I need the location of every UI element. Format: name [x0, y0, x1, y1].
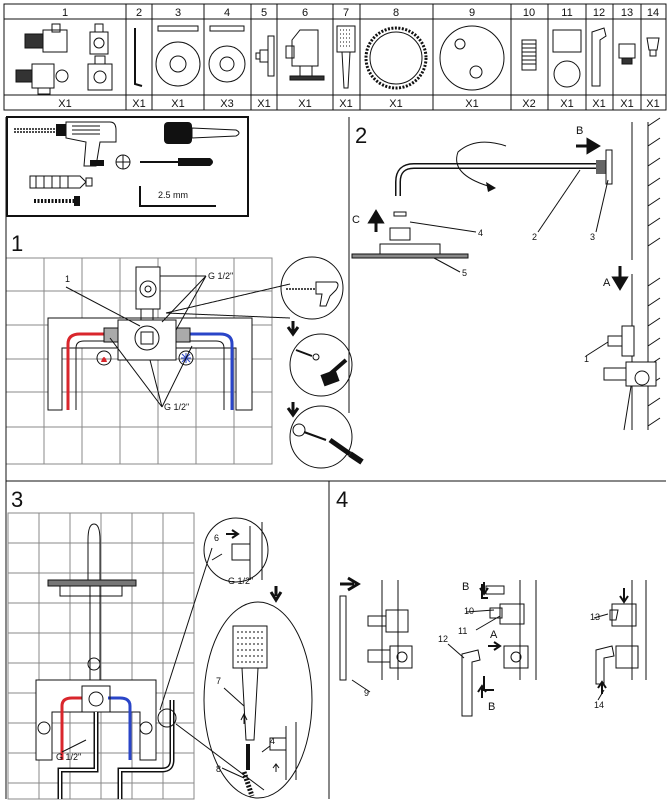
part-number-7: 7	[343, 7, 349, 19]
hex-key-size-label: 2.5 mm	[158, 190, 188, 200]
step-3-callout-7: 7	[216, 676, 221, 686]
part-number-8: 8	[393, 7, 399, 19]
part-qty-9: X1	[465, 98, 478, 110]
part-qty-4: X3	[220, 98, 233, 110]
part-qty-11: X1	[560, 98, 573, 110]
part-13-diverter-icon	[618, 43, 636, 65]
screw-in-detail	[289, 405, 364, 469]
part-qty-8: X1	[389, 98, 402, 110]
part-number-4: 4	[224, 7, 230, 19]
part-1-valve-body-icon	[15, 23, 113, 95]
step-4-callout-10: 10	[464, 606, 474, 616]
step-2-arrow-c: C	[352, 214, 360, 226]
part-qty-1: X1	[58, 98, 71, 110]
drill-detail	[280, 256, 344, 320]
step-3-thread-main: G 1/2"	[56, 752, 81, 762]
step-2-panel: 2 C B A 4 5 2 3	[351, 117, 661, 431]
step-1-callout-1: 1	[65, 274, 70, 284]
part-number-11: 11	[561, 7, 572, 19]
drill-icon	[14, 121, 117, 167]
step-2-callout-3: 3	[590, 232, 595, 242]
part-number-14: 14	[647, 7, 659, 19]
step-3-callout-8: 8	[216, 764, 221, 774]
step-2-callout-1: 1	[584, 354, 589, 364]
step-2-callout-4: 4	[478, 228, 483, 238]
part-number-6: 6	[302, 7, 308, 19]
part-number-2: 2	[136, 7, 142, 19]
part-number-9: 9	[469, 7, 475, 19]
part-number-10: 10	[523, 7, 535, 19]
part-5-wall-bracket-icon	[255, 35, 275, 77]
part-number-3: 3	[175, 7, 181, 19]
step-3-thread-detail: G 1/2"	[228, 576, 253, 586]
step-2-callout-5: 5	[462, 268, 467, 278]
screwdriver-icon	[140, 158, 213, 166]
step-1-thread-bottom: G 1/2"	[164, 402, 189, 412]
step-4-callout-9: 9	[364, 688, 369, 698]
part-11-cover-icon	[552, 29, 582, 88]
step-4-callout-12: 12	[438, 634, 448, 644]
hex-key-tool-icon	[139, 186, 216, 207]
part-qty-13: X1	[620, 98, 633, 110]
step-4-diverter: 13 14	[590, 580, 647, 710]
part-6-wall-connector-icon	[285, 29, 325, 81]
step-1-number: 1	[11, 231, 23, 256]
part-14-knob-icon	[646, 37, 660, 57]
hand-shower-detail	[203, 601, 313, 799]
hot-water-icon	[96, 350, 112, 366]
part-4-rosette-icon	[208, 25, 246, 83]
part-8-shower-hose-icon	[364, 26, 428, 90]
part-qty-6: X1	[298, 98, 311, 110]
step-2-valve	[603, 325, 657, 387]
step-4-arrow-a: A	[490, 629, 498, 641]
mallet-icon	[164, 122, 240, 144]
step-2-callout-2: 2	[532, 232, 537, 242]
required-tools: 2.5 mm	[6, 116, 249, 217]
step-2-arrow-b: B	[576, 125, 583, 137]
screw-icon	[34, 196, 80, 206]
wall-section	[623, 117, 661, 431]
part-qty-12: X1	[592, 98, 605, 110]
part-12-lever-handle-icon	[591, 27, 607, 87]
phillips-bit-icon	[115, 154, 131, 170]
part-9-wall-plate-icon	[439, 25, 505, 91]
part-3-escutcheon-icon	[155, 25, 201, 87]
step-3-callout-6: 6	[214, 533, 219, 543]
part-qty-7: X1	[339, 98, 352, 110]
step-1-panel: 1	[5, 231, 364, 469]
part-2-hex-key-icon	[134, 28, 143, 87]
part-number-1: 1	[62, 7, 68, 19]
step-4-callout-13: 13	[590, 612, 600, 622]
step-2-number: 2	[355, 123, 367, 148]
wall-connector-detail	[203, 517, 269, 583]
step-4-callout-11: 11	[458, 626, 467, 636]
step-4-arrow-b: B	[462, 581, 469, 593]
hammer-plug-detail	[289, 333, 353, 397]
step-4-arrow-b2: B	[488, 701, 495, 713]
step-4-wall-plate: 9	[339, 576, 413, 698]
valve-body	[103, 266, 191, 361]
step-4-callout-14: 14	[594, 700, 604, 710]
wall-plug-icon	[29, 175, 93, 189]
part-qty-5: X1	[257, 98, 270, 110]
part-number-5: 5	[261, 7, 267, 19]
step-4-panel: 4 9 B A B	[336, 487, 647, 717]
part-qty-3: X1	[171, 98, 184, 110]
parts-table: 1 2 3 4 5 6 7 8 9 10 11 12 13 14 X1 X1 X…	[3, 3, 667, 111]
step-3-number: 3	[11, 487, 23, 512]
part-number-12: 12	[593, 7, 605, 19]
step-4-handle: B A B 10 11 12	[438, 580, 537, 717]
step-4-number: 4	[336, 487, 348, 512]
part-10-extension-icon	[521, 39, 537, 71]
part-number-13: 13	[621, 7, 633, 19]
part-qty-10: X2	[522, 98, 535, 110]
part-qty-2: X1	[132, 98, 145, 110]
step-3-callout-4: 4	[270, 736, 275, 746]
step-1-thread-top: G 1/2"	[208, 271, 233, 281]
step-2-arrow-a: A	[603, 277, 611, 289]
part-7-hand-shower-icon	[336, 25, 356, 89]
step-3-panel: 3	[7, 487, 313, 800]
part-qty-14: X1	[646, 98, 659, 110]
